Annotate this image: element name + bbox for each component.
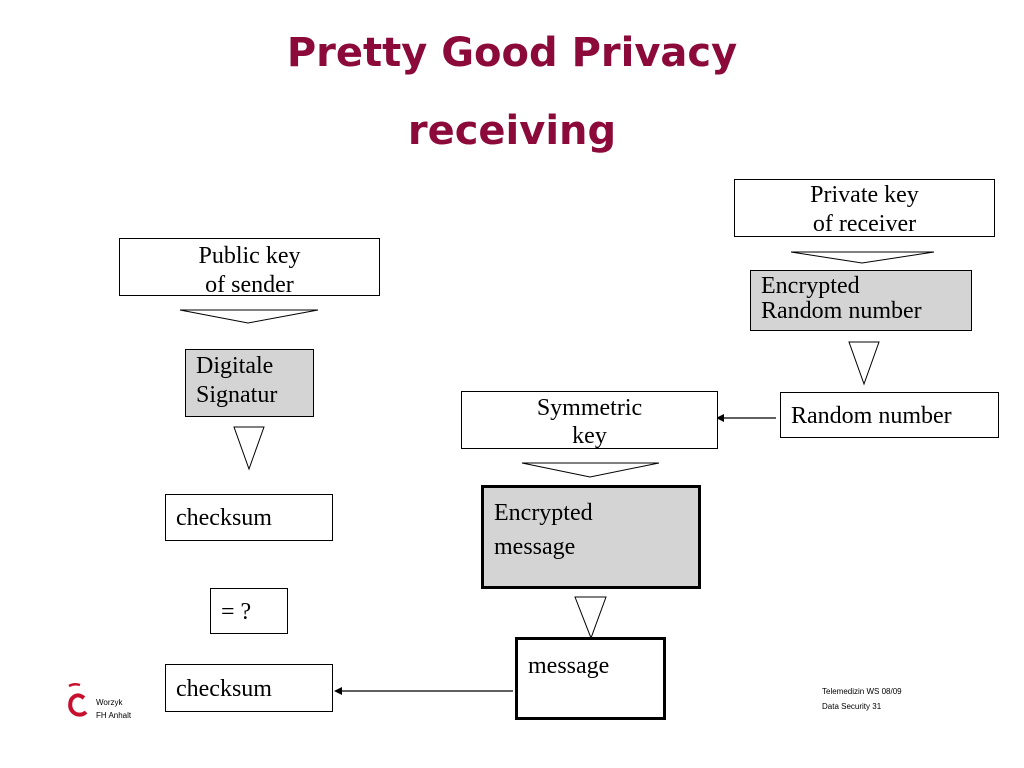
n25: of receiver	[812, 211, 917, 237]
n19: Signatur	[196, 382, 278, 408]
n24: Private key	[810, 182, 919, 208]
n8	[521, 462, 660, 478]
n36: message	[515, 637, 666, 720]
n22: checksum	[165, 664, 333, 712]
n15: Public key	[198, 243, 301, 269]
n21: = ?	[210, 588, 288, 634]
n34: Encrypted	[494, 500, 593, 526]
n20: checksum	[165, 494, 333, 541]
n5	[233, 426, 265, 471]
n23: Private key of receiver	[734, 179, 995, 237]
n29: Random number	[780, 392, 999, 438]
n4	[179, 309, 319, 324]
n38: Worzyk	[96, 698, 123, 707]
n35: message	[494, 534, 576, 560]
n26: Encrypted Random number	[750, 270, 972, 331]
n13	[334, 687, 342, 695]
n32: key	[572, 423, 607, 449]
n40: Telemedizin WS 08/09	[822, 687, 902, 696]
n16: of sender	[205, 272, 294, 298]
n2: receiving	[407, 108, 617, 154]
n9	[574, 596, 607, 640]
n7	[848, 341, 880, 386]
n28: Random number	[761, 298, 922, 324]
n41: Data Security 31	[822, 702, 882, 711]
n39: FH Anhalt	[96, 711, 132, 720]
n14: Public key of sender	[119, 238, 380, 298]
n6	[790, 251, 935, 264]
n27: Encrypted	[761, 273, 860, 299]
n18: Digitale	[196, 353, 274, 379]
n37	[68, 682, 88, 717]
n33: Encrypted message	[481, 485, 701, 589]
n1: Pretty Good Privacy	[286, 30, 738, 76]
n30: Symmetric key	[461, 391, 718, 449]
n31: Symmetric	[536, 395, 643, 421]
n17: Digitale Signatur	[185, 349, 314, 417]
